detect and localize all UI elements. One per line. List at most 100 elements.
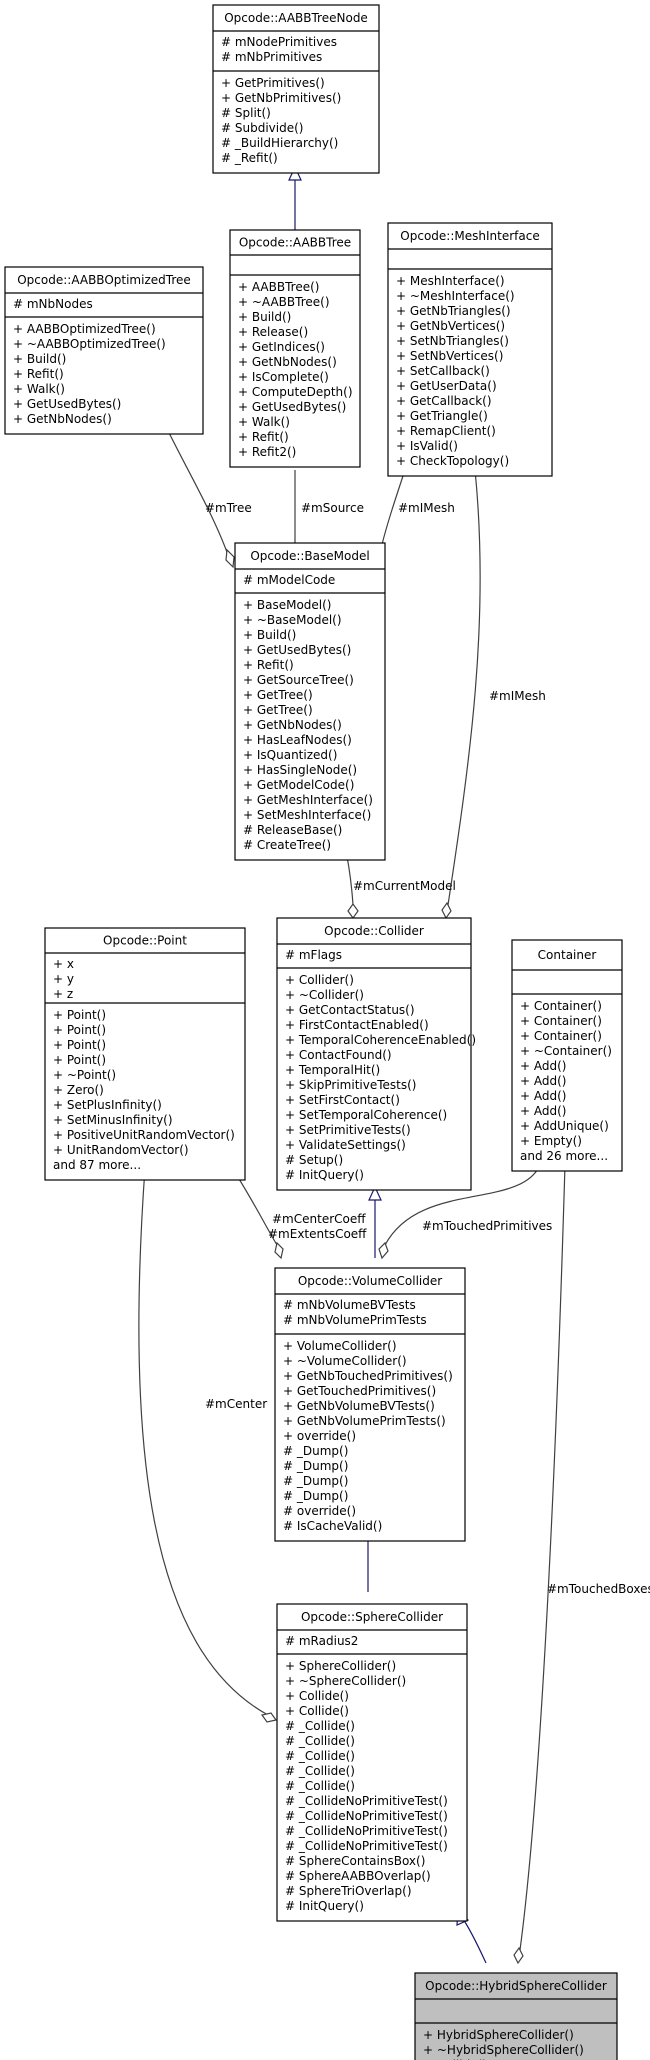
class-method: + GetUserData() bbox=[396, 379, 497, 393]
class-method: + SetPrimitiveTests() bbox=[285, 1123, 411, 1137]
class-method: # IsCacheValid() bbox=[283, 1519, 382, 1533]
class-method: # InitQuery() bbox=[285, 1899, 364, 1913]
class-method: + GetUsedBytes() bbox=[243, 643, 351, 657]
label-mcurrentmodel: #mCurrentModel bbox=[353, 879, 456, 893]
class-box-aabboptimizedtree[interactable]: Opcode::AABBOptimizedTree# mNbNodes+ AAB… bbox=[4, 266, 204, 435]
class-method: + GetPrimitives() bbox=[221, 76, 325, 90]
class-title: Opcode::HybridSphereCollider bbox=[425, 1979, 607, 1993]
edge-hybrid-to-spherecollider bbox=[464, 1921, 487, 1964]
class-method: + ~Point() bbox=[53, 1068, 116, 1082]
class-method: # _Collide() bbox=[285, 1764, 355, 1778]
class-method: and 87 more... bbox=[53, 1158, 141, 1172]
class-box-frame bbox=[212, 4, 380, 174]
class-method: + Container() bbox=[520, 1014, 602, 1028]
class-box-meshinterface[interactable]: Opcode::MeshInterface+ MeshInterface()+ … bbox=[387, 222, 553, 477]
class-method: + Collide() bbox=[423, 2058, 487, 2060]
class-method: + VolumeCollider() bbox=[283, 1339, 397, 1353]
class-method: + UnitRandomVector() bbox=[53, 1143, 189, 1157]
class-method: + GetNbVolumePrimTests() bbox=[283, 1414, 446, 1428]
class-method: + ~SphereCollider() bbox=[285, 1674, 406, 1688]
class-method: # SphereContainsBox() bbox=[285, 1854, 425, 1868]
class-method: + GetMeshInterface() bbox=[243, 793, 373, 807]
class-method: # _Dump() bbox=[283, 1474, 348, 1488]
class-attribute: # mNbVolumeBVTests bbox=[283, 1298, 416, 1312]
class-method: and 26 more... bbox=[520, 1149, 608, 1163]
class-method: + IsValid() bbox=[396, 439, 458, 453]
class-method: + IsComplete() bbox=[238, 370, 329, 384]
class-method: + AddUnique() bbox=[520, 1119, 609, 1133]
class-title: Opcode::Point bbox=[103, 934, 187, 948]
class-method: + ~VolumeCollider() bbox=[283, 1354, 407, 1368]
class-box-aabbtreenode[interactable]: Opcode::AABBTreeNode# mNodePrimitives# m… bbox=[212, 4, 380, 174]
class-box-basemodel[interactable]: Opcode::BaseModel# mModelCode+ BaseModel… bbox=[234, 542, 386, 861]
class-method: + GetTree() bbox=[243, 703, 313, 717]
class-box-aabbtree[interactable]: Opcode::AABBTree+ AABBTree()+ ~AABBTree(… bbox=[229, 229, 361, 468]
class-title: Opcode::AABBTreeNode bbox=[224, 11, 368, 25]
class-box-frame bbox=[276, 1603, 468, 1922]
class-method: + override() bbox=[283, 1429, 356, 1443]
class-box-frame bbox=[414, 1972, 618, 2060]
class-method: + PositiveUnitRandomVector() bbox=[53, 1128, 235, 1142]
class-method: + GetNbNodes() bbox=[13, 412, 112, 426]
class-method: + Point() bbox=[53, 1008, 106, 1022]
class-method: + TemporalCoherenceEnabled() bbox=[285, 1033, 476, 1047]
inherit-arrow-collider bbox=[368, 1185, 382, 1201]
class-method: + Add() bbox=[520, 1089, 566, 1103]
diamond-mtouchedboxes bbox=[513, 1946, 524, 1965]
class-method: + GetNbTriangles() bbox=[396, 304, 511, 318]
class-method: + GetNbVolumeBVTests() bbox=[283, 1399, 435, 1413]
diamond-mcentercoeff bbox=[274, 1241, 284, 1260]
class-method: + ValidateSettings() bbox=[285, 1138, 406, 1152]
class-method: + SetPlusInfinity() bbox=[53, 1098, 162, 1112]
class-method: + GetTriangle() bbox=[396, 409, 488, 423]
class-attribute: # mFlags bbox=[285, 948, 342, 962]
class-box-hybridspherecollider[interactable]: Opcode::HybridSphereCollider+ HybridSphe… bbox=[414, 1972, 618, 2060]
class-method: + RemapClient() bbox=[396, 424, 496, 438]
class-box-point[interactable]: Opcode::Point+ x+ y+ z+ Point()+ Point()… bbox=[44, 927, 246, 1181]
class-title: Opcode::VolumeCollider bbox=[298, 1274, 442, 1288]
class-method: # Split() bbox=[221, 106, 271, 120]
class-box-frame bbox=[229, 229, 361, 468]
class-title: Opcode::AABBTree bbox=[239, 236, 351, 250]
class-box-volumecollider[interactable]: Opcode::VolumeCollider# mNbVolumeBVTests… bbox=[274, 1267, 466, 1542]
edge-mtouchedboxes bbox=[519, 1164, 566, 1951]
class-method: + Point() bbox=[53, 1038, 106, 1052]
class-method: + MeshInterface() bbox=[396, 274, 505, 288]
class-method: + HybridSphereCollider() bbox=[423, 2028, 574, 2042]
class-box-container[interactable]: Container+ Container()+ Container()+ Con… bbox=[511, 939, 623, 1172]
class-method: # _BuildHierarchy() bbox=[221, 136, 338, 150]
class-method: # _CollideNoPrimitiveTest() bbox=[285, 1839, 448, 1853]
class-method: # _Refit() bbox=[221, 151, 278, 165]
diamond-mimesh-right bbox=[441, 901, 452, 920]
class-method: + HasLeafNodes() bbox=[243, 733, 352, 747]
class-method: + TemporalHit() bbox=[285, 1063, 380, 1077]
class-method: # _CollideNoPrimitiveTest() bbox=[285, 1794, 448, 1808]
class-method: + ComputeDepth() bbox=[238, 385, 353, 399]
class-method: + Collide() bbox=[285, 1689, 349, 1703]
class-method: + GetNbVertices() bbox=[396, 319, 505, 333]
class-method: + GetUsedBytes() bbox=[13, 397, 121, 411]
class-box-collider[interactable]: Opcode::Collider# mFlags+ Collider()+ ~C… bbox=[276, 917, 476, 1191]
class-method: + Point() bbox=[53, 1023, 106, 1037]
class-method: + SetMinusInfinity() bbox=[53, 1113, 173, 1127]
class-method: + Collide() bbox=[285, 1704, 349, 1718]
class-method: # CreateTree() bbox=[243, 838, 331, 852]
class-attribute: + x bbox=[53, 957, 74, 971]
class-method: + ~MeshInterface() bbox=[396, 289, 515, 303]
class-method: + Add() bbox=[520, 1074, 566, 1088]
edge-mcenter bbox=[138, 1167, 269, 1716]
label-mimesh-right: #mIMesh bbox=[489, 689, 546, 703]
diamond-mcenter bbox=[260, 1712, 278, 1723]
class-method: + SetMeshInterface() bbox=[243, 808, 371, 822]
class-method: # _Dump() bbox=[283, 1444, 348, 1458]
class-method: # _CollideNoPrimitiveTest() bbox=[285, 1809, 448, 1823]
class-method: + AABBOptimizedTree() bbox=[13, 322, 156, 336]
class-method: # _Collide() bbox=[285, 1719, 355, 1733]
class-box-spherecollider[interactable]: Opcode::SphereCollider# mRadius2+ Sphere… bbox=[276, 1603, 468, 1922]
class-method: + ~Collider() bbox=[285, 988, 364, 1002]
edge-labels: #mTree #mSource #mIMesh #mIMesh #mCurren… bbox=[205, 501, 650, 1596]
class-method: # _Dump() bbox=[283, 1459, 348, 1473]
class-method: + GetNbNodes() bbox=[243, 718, 342, 732]
diamond-mtouchedprimitives bbox=[378, 1241, 389, 1260]
class-method: + ~HybridSphereCollider() bbox=[423, 2043, 584, 2057]
